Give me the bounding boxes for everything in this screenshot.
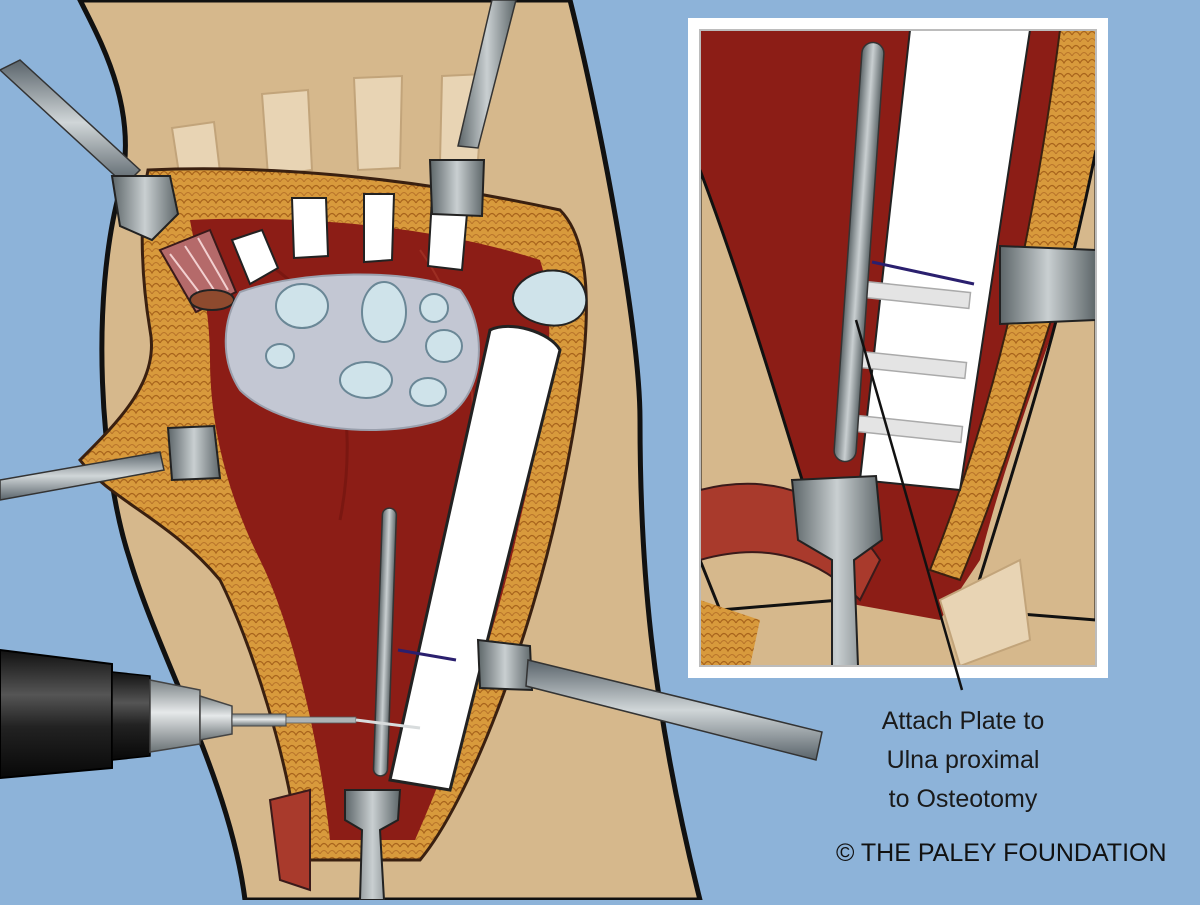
plate (372, 507, 398, 777)
ulna-shaft (388, 325, 562, 792)
retractor-left (0, 424, 222, 501)
metacarpal-ends (230, 193, 470, 286)
retractor-top-center (428, 0, 517, 218)
finger-bones (170, 72, 486, 182)
caption: Attach Plate to Ulna proximal to Osteoto… (858, 702, 1068, 819)
caption-line-2: Ulna proximal (886, 746, 1040, 774)
ulna-head (511, 269, 588, 327)
retractor-right (476, 638, 823, 761)
copyright-notice: © THE PALEY FOUNDATION (836, 839, 1167, 867)
caption-line-1: Attach Plate to (881, 707, 1045, 735)
leader-line (854, 319, 964, 691)
caption-line-3: to Osteotomy (888, 785, 1038, 813)
carpal-bones (224, 273, 480, 431)
drill (0, 648, 421, 780)
inset-panel (688, 18, 1108, 678)
tendon-bundle (158, 228, 238, 314)
retractor-top-left (0, 59, 180, 242)
retractor-bottom (268, 788, 402, 901)
